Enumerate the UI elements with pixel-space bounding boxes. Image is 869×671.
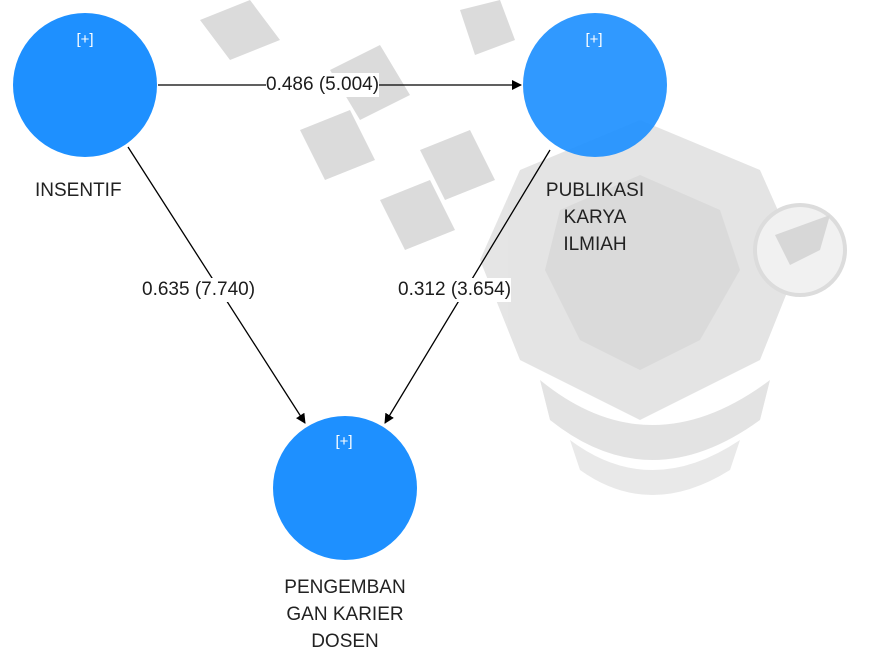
- watermark-text: [200, 0, 515, 250]
- watermark-logo: [480, 120, 847, 495]
- label-publikasi-line-3: ILMIAH: [563, 234, 627, 255]
- label-publikasi-line-2: KARYA: [563, 207, 627, 228]
- path-label-insentif-pengembangan: 0.635 (7.740): [142, 278, 256, 302]
- label-pengembangan: PENGEMBAN GAN KARIER DOSEN: [270, 574, 420, 655]
- node-insentif[interactable]: [13, 13, 157, 157]
- label-pengembangan-line-2: GAN KARIER: [286, 604, 404, 625]
- path-label-publikasi-pengembangan: 0.312 (3.654): [398, 278, 512, 302]
- label-publikasi: PUBLIKASI KARYA ILMIAH: [530, 177, 660, 258]
- label-pengembangan-line-3: DOSEN: [311, 631, 379, 652]
- label-pengembangan-line-1: PENGEMBAN: [284, 577, 406, 598]
- label-publikasi-line-1: PUBLIKASI: [545, 180, 645, 201]
- expand-marker-publikasi[interactable]: [+]: [585, 31, 603, 48]
- node-publikasi[interactable]: [523, 13, 667, 157]
- expand-marker-pengembangan[interactable]: [+]: [335, 433, 353, 450]
- label-insentif: INSENTIF: [35, 177, 122, 204]
- path-label-insentif-publikasi: 0.486 (5.004): [266, 73, 380, 97]
- node-pengembangan[interactable]: [273, 416, 417, 560]
- expand-marker-insentif[interactable]: [+]: [76, 31, 94, 48]
- label-insentif-line-1: INSENTIF: [35, 180, 122, 201]
